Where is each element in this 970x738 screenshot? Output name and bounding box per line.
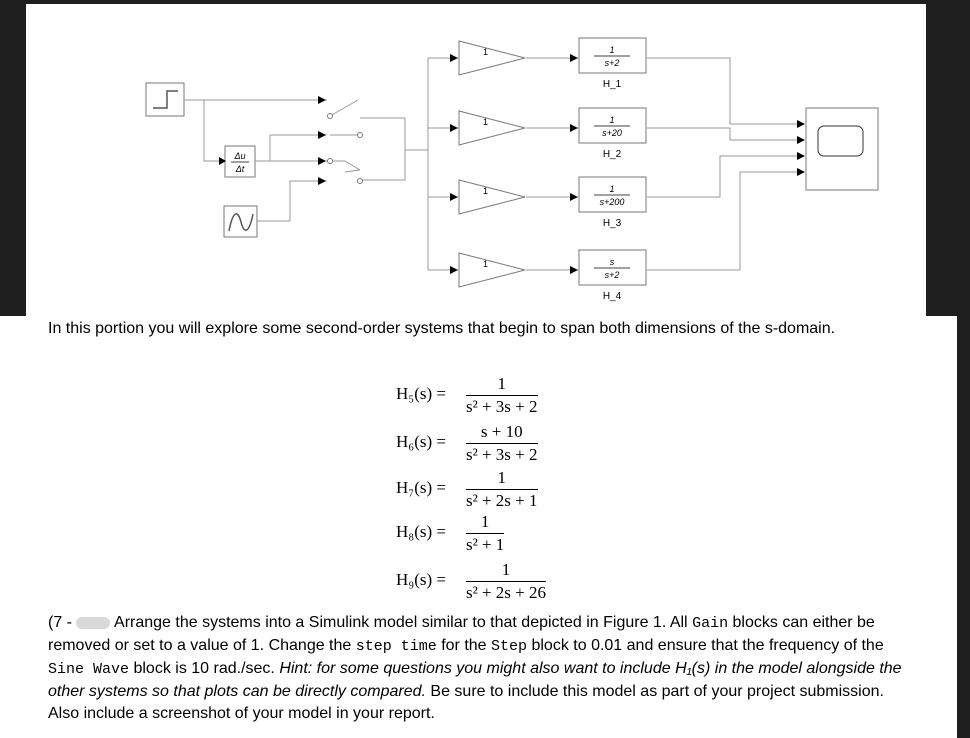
instruction-paragraph: (7 - Arrange the systems into a Simulink… bbox=[48, 614, 902, 722]
tf-block-label: H_4 bbox=[603, 291, 622, 302]
gain-value: 1 bbox=[483, 259, 488, 269]
equation-numerator: 1 bbox=[480, 512, 490, 531]
equation-numerator: 1 bbox=[497, 374, 507, 393]
tf-numerator: s bbox=[610, 257, 615, 267]
gain-block bbox=[458, 110, 526, 146]
fraction-bar bbox=[466, 395, 538, 396]
document-panel bbox=[0, 316, 957, 738]
equation-denominator: s² + 3s + 2 bbox=[466, 397, 538, 416]
gain-value: 1 bbox=[483, 47, 488, 57]
equation-denominator: s² + 1 bbox=[466, 535, 505, 554]
equation-denominator: s² + 3s + 2 bbox=[466, 445, 538, 464]
tf-denominator: s+20 bbox=[602, 128, 622, 138]
transfer-fcn-block bbox=[578, 107, 647, 144]
tf-denominator: s+200 bbox=[600, 197, 625, 207]
hint-text: Hint: for some questions you might also … bbox=[48, 660, 902, 700]
derivative-den: Δt bbox=[235, 164, 245, 174]
transfer-fcn-block bbox=[578, 249, 647, 286]
fraction-bar bbox=[466, 581, 547, 582]
intro-text: In this portion you will explore some se… bbox=[48, 320, 836, 337]
equation-lhs: H₇(s) = bbox=[396, 478, 446, 497]
tf-block-label: H_1 bbox=[603, 79, 622, 90]
step-block bbox=[145, 82, 185, 117]
gain-value: 1 bbox=[483, 186, 488, 196]
fraction-bar bbox=[466, 533, 505, 534]
equation-numerator: s + 10 bbox=[480, 422, 523, 441]
equation-fraction: 1 s² + 1 bbox=[466, 512, 505, 555]
transfer-fcn-block bbox=[578, 37, 647, 74]
equation-lhs: H₈(s) = bbox=[396, 522, 446, 541]
sine-wave-icon bbox=[228, 213, 254, 232]
scope-block bbox=[805, 107, 879, 191]
scope-screen bbox=[817, 125, 864, 157]
fraction-bar bbox=[466, 489, 538, 490]
equation-lhs: H₅(s) = bbox=[396, 384, 446, 403]
equation-fraction: 1 s² + 2s + 26 bbox=[466, 560, 547, 603]
gain-block bbox=[458, 40, 526, 76]
gain-value: 1 bbox=[483, 117, 488, 127]
tf-numerator: 1 bbox=[609, 115, 614, 125]
tf-numerator: 1 bbox=[609, 184, 614, 194]
equation-numerator: 1 bbox=[501, 560, 511, 579]
equation-denominator: s² + 2s + 26 bbox=[466, 583, 547, 602]
gain-block bbox=[458, 252, 526, 288]
equation-lhs: H₆(s) = bbox=[396, 432, 446, 451]
tf-block-label: H_2 bbox=[603, 149, 622, 160]
equation-fraction: 1 s² + 3s + 2 bbox=[466, 374, 538, 417]
equation-lhs: H₉(s) = bbox=[396, 570, 446, 589]
gain-block bbox=[458, 179, 526, 215]
equation-denominator: s² + 2s + 1 bbox=[466, 491, 538, 510]
equation-numerator: 1 bbox=[497, 468, 507, 487]
equation-fraction: 1 s² + 2s + 1 bbox=[466, 468, 538, 511]
problem-number: (7 - bbox=[48, 614, 72, 631]
tf-denominator: s+2 bbox=[605, 270, 620, 280]
step-icon bbox=[153, 90, 178, 109]
redacted-points bbox=[76, 616, 111, 629]
tf-denominator: s+2 bbox=[605, 58, 620, 68]
transfer-fcn-block bbox=[578, 176, 647, 213]
derivative-num: Δu bbox=[233, 151, 245, 161]
equation-fraction: s + 10 s² + 3s + 2 bbox=[466, 422, 538, 465]
tf-numerator: 1 bbox=[609, 45, 614, 55]
tf-block-label: H_3 bbox=[603, 218, 622, 229]
fraction-bar bbox=[466, 443, 538, 444]
